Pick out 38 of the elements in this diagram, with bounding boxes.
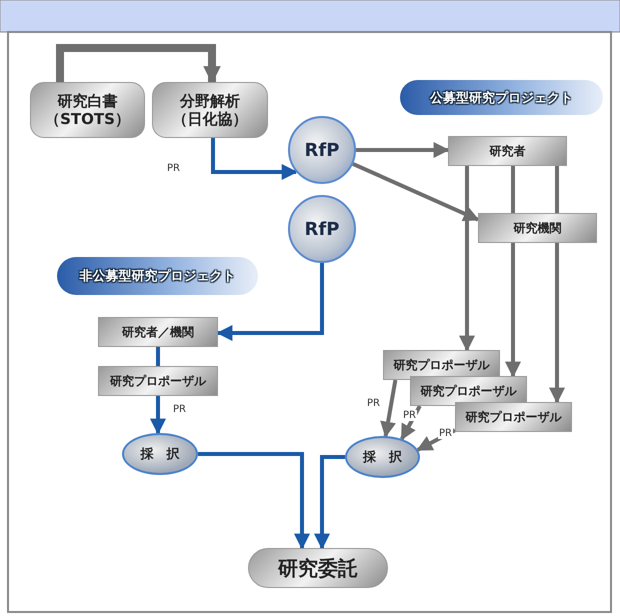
arrow bbox=[380, 380, 398, 438]
process-box: 研究委託 bbox=[248, 548, 388, 588]
process-box: 研究者 bbox=[448, 136, 567, 166]
selection-ellipse: 採 択 bbox=[122, 433, 198, 475]
process-box: 研究プロポーザル bbox=[383, 350, 500, 380]
process-box: 研究者／機関 bbox=[98, 317, 218, 347]
arrow bbox=[56, 44, 221, 84]
process-box: 研究プロポーザル bbox=[410, 376, 527, 406]
edge-label: PR bbox=[166, 163, 181, 174]
arrow bbox=[150, 396, 166, 435]
process-box: 研究機関 bbox=[478, 213, 597, 243]
project-banner: 公募型研究プロジェクト bbox=[400, 80, 603, 115]
edge-label: PR bbox=[366, 398, 381, 409]
arrow bbox=[314, 455, 345, 550]
connector-line bbox=[511, 166, 515, 213]
arrow bbox=[400, 405, 422, 440]
process-box: 研究プロポーザル bbox=[98, 366, 218, 396]
arrow bbox=[505, 243, 521, 378]
arrow bbox=[198, 452, 310, 550]
arrow bbox=[216, 263, 324, 341]
edge-label: PR bbox=[438, 428, 453, 439]
project-banner: 非公募型研究プロジェクト bbox=[57, 257, 258, 295]
arrow bbox=[416, 428, 456, 452]
arrow bbox=[549, 243, 565, 404]
arrow bbox=[459, 166, 475, 352]
rfp-circle: RfP bbox=[288, 195, 356, 263]
edge-label: PR bbox=[172, 404, 187, 415]
selection-ellipse: 採 択 bbox=[345, 436, 420, 478]
connector-line bbox=[156, 347, 160, 366]
process-box: 研究プロポーザル bbox=[455, 402, 572, 432]
arrow bbox=[356, 142, 450, 158]
process-box: 分野解析（日化協） bbox=[152, 82, 268, 138]
arrow bbox=[352, 162, 480, 222]
arrow bbox=[211, 138, 298, 180]
edge-label: PR bbox=[402, 410, 417, 421]
rfp-circle: RfP bbox=[288, 116, 356, 184]
connector-line bbox=[555, 166, 559, 213]
process-box: 研究白書（STOTS） bbox=[30, 82, 145, 138]
